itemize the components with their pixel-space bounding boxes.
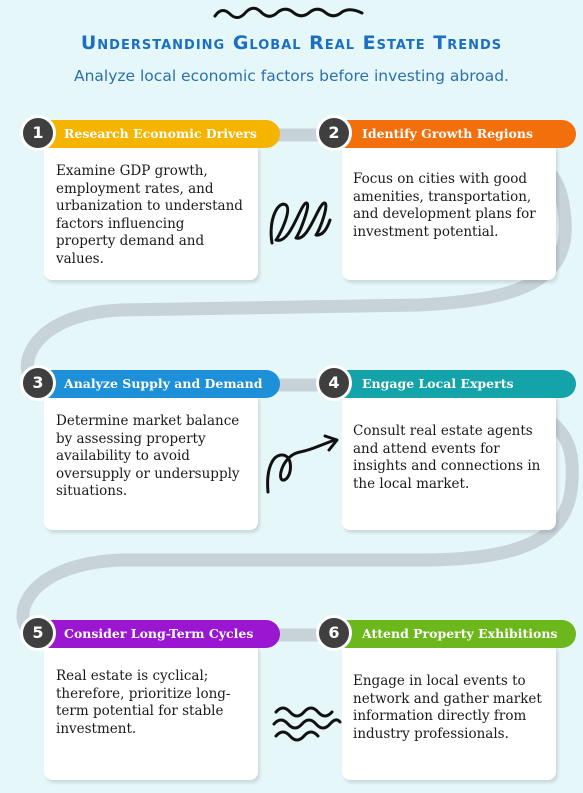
step-6-text: Engage in local events to network and ga…	[353, 673, 542, 742]
step-4-heading: Engage Local Experts	[326, 370, 576, 398]
step-4-number: 4	[316, 365, 352, 401]
step-3-number: 3	[20, 365, 56, 401]
step-4-text: Consult real estate agents and attend ev…	[353, 423, 541, 492]
step-3-card	[44, 393, 258, 530]
step-2-heading: Identify Growth Regions	[326, 120, 576, 148]
step-4-card	[342, 393, 556, 530]
step-3-heading: Analyze Supply and Demand	[28, 370, 280, 398]
step-5-number: 5	[20, 615, 56, 651]
step-5-text: Real estate is cyclical; therefore, prio…	[56, 668, 231, 737]
page-title: Understanding Global Real Estate Trends	[80, 32, 503, 54]
step-5-card	[44, 643, 258, 780]
step-6-number: 6	[316, 615, 352, 651]
step-1-heading: Research Economic Drivers	[28, 120, 280, 148]
step-6-card	[342, 643, 556, 780]
squiggle-icon	[213, 6, 364, 19]
step-1-text: Examine GDP growth, employment rates, an…	[56, 163, 243, 267]
step-5-heading: Consider Long-Term Cycles	[28, 620, 280, 648]
page-subtitle: Analyze local economic factors before in…	[74, 67, 509, 85]
step-1-card	[44, 143, 258, 280]
step-1-number: 1	[20, 115, 56, 151]
step-2-number: 2	[316, 115, 352, 151]
step-2-card	[342, 143, 556, 280]
step-6-heading: Attend Property Exhibitions	[326, 620, 576, 648]
step-2-text: Focus on cities with good amenities, tra…	[353, 171, 536, 240]
step-3-text: Determine market balance by assessing pr…	[56, 413, 240, 499]
